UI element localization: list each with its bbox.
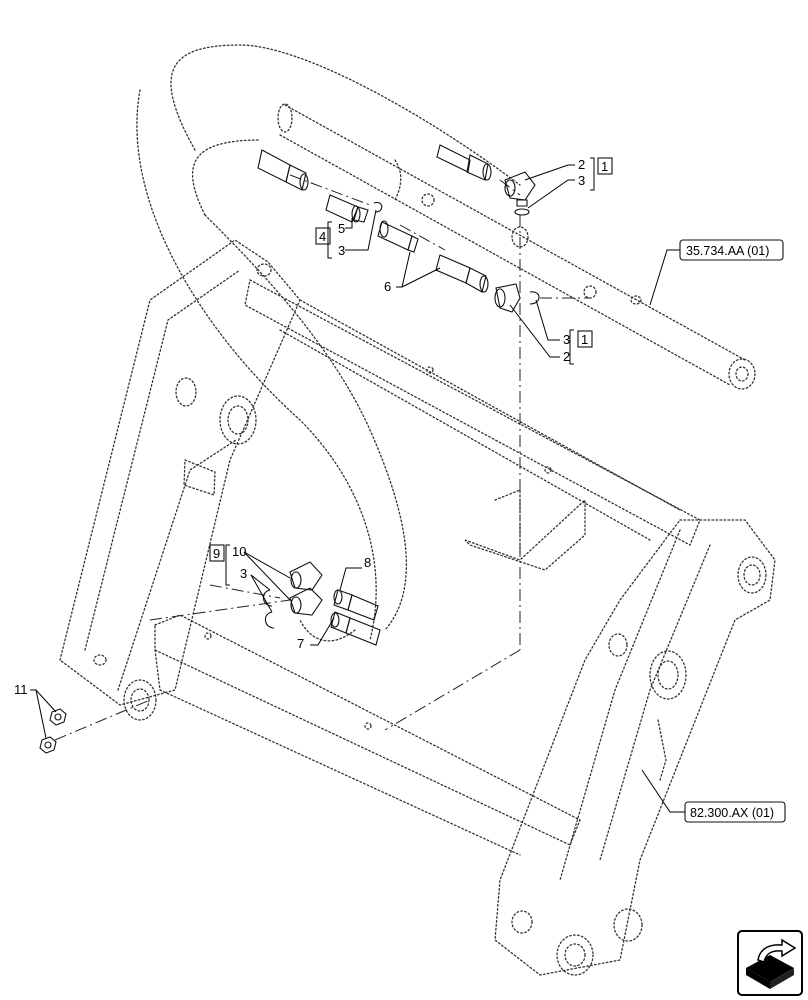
- elbow-fittings-bottom: [262, 561, 323, 629]
- loader-frame: [59, 239, 776, 976]
- references: 35.734.AA (01) 82.300.AX (01): [679, 239, 786, 823]
- callout-box-4: [315, 227, 331, 245]
- hose-end-item-6-right: [435, 254, 489, 293]
- top-cylinder: [277, 103, 756, 390]
- reference-bottom: 82.300.AX (01): [690, 806, 774, 820]
- callout-4: 4: [319, 229, 326, 244]
- reference-top: 35.734.AA (01): [686, 244, 769, 258]
- hose-end-item-8: [333, 589, 379, 621]
- callout-7: 7: [297, 636, 304, 651]
- callout-box-9: [209, 544, 225, 562]
- hose-end-top-left: [257, 149, 309, 191]
- callout-3-top: 3: [578, 173, 585, 188]
- next-page-arrow-icon[interactable]: [737, 930, 803, 996]
- hose-end-top-right: [436, 144, 492, 181]
- callout-9: 9: [213, 546, 220, 561]
- callouts: 2 3 1 4 5 3 6 3 2 1 9 10 3 8 7 11: [14, 157, 613, 697]
- hose-end-item-7: [330, 611, 381, 646]
- adapter-item-5: [325, 194, 383, 223]
- callout-1-top: 1: [601, 159, 608, 174]
- nut-item-11-upper: [49, 708, 67, 726]
- callout-11: 11: [14, 682, 28, 697]
- elbow-fitting-top: [504, 171, 536, 216]
- callout-2-middle: 2: [563, 349, 570, 364]
- reference-box-bottom: [684, 801, 786, 823]
- callout-3-left: 3: [338, 243, 345, 258]
- callout-5: 5: [338, 221, 345, 236]
- callout-3-bottom: 3: [240, 566, 247, 581]
- hose-end-item-6-left: [377, 220, 419, 253]
- reference-box-top: [679, 239, 784, 261]
- callout-6: 6: [384, 279, 391, 294]
- callout-box-1-middle: [577, 330, 593, 348]
- callout-3-middle: 3: [563, 332, 570, 347]
- nut-item-11-lower: [39, 736, 57, 754]
- fittings: [39, 144, 540, 754]
- callout-10: 10: [232, 544, 246, 559]
- centre-lines: [54, 174, 590, 741]
- callout-2-top: 2: [578, 157, 585, 172]
- callout-1-middle: 1: [581, 332, 588, 347]
- leaders: [30, 157, 685, 813]
- callout-8: 8: [364, 555, 371, 570]
- elbow-fitting-middle: [494, 283, 540, 313]
- callout-box-1-top: [597, 157, 613, 175]
- hoses: [136, 44, 521, 642]
